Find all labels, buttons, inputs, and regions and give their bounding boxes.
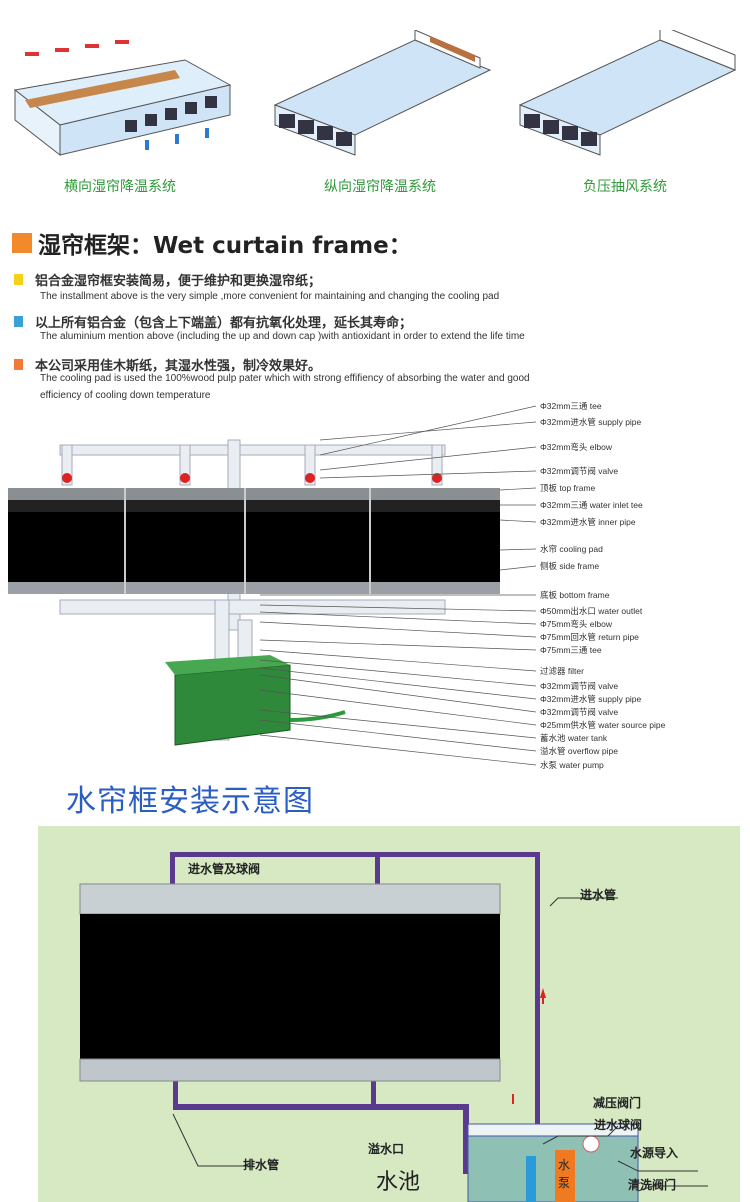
frame-label: Φ25mm供水管 water source pipe bbox=[540, 720, 666, 730]
label-water-source: 水源导入 bbox=[630, 1146, 679, 1160]
frame-label: 蓄水池 water tank bbox=[540, 733, 608, 743]
frame-label: 顶板 top frame bbox=[540, 483, 596, 493]
bullet-en: The installment above is the very simple… bbox=[40, 291, 500, 302]
frame-label: Φ32mm调节阀 valve bbox=[540, 466, 619, 476]
label-inlet-valve: 进水管及球阀 bbox=[188, 862, 261, 876]
frame-label: Φ75mm弯头 elbow bbox=[540, 619, 612, 629]
label-overflow: 溢水口 bbox=[368, 1142, 405, 1156]
label-pool: 水池 bbox=[376, 1170, 421, 1195]
negative-pressure-system-illustration bbox=[510, 24, 740, 170]
frame-label: Φ50mm出水口 water outlet bbox=[540, 606, 643, 616]
bullet-icon bbox=[14, 316, 23, 327]
label-drain: 排水管 bbox=[243, 1158, 280, 1172]
installation-schematic: 进水管及球阀 进水管 减压阀门 进水球阀 溢水口 水源导入 排水管 水池 水泵 … bbox=[38, 826, 740, 1202]
section-title: 湿帘框架：Wet curtain frame： bbox=[12, 226, 412, 260]
leader-line bbox=[499, 565, 537, 571]
frame-label: 水帘 cooling pad bbox=[540, 544, 603, 554]
leader-line bbox=[499, 548, 537, 551]
curtain-frame-diagram bbox=[8, 405, 537, 766]
frame-label: 侧板 side frame bbox=[540, 561, 600, 571]
frame-label: 底板 bottom frame bbox=[540, 590, 610, 600]
system-caption: 纵向湿帘降温系统 bbox=[324, 179, 436, 195]
frame-label: Φ32mm调节阀 valve bbox=[540, 707, 619, 717]
leader-line bbox=[319, 446, 537, 471]
leader-line bbox=[259, 719, 537, 752]
leader-line bbox=[259, 621, 537, 638]
system-caption: 负压抽风系统 bbox=[583, 179, 667, 195]
label-pressure-valve: 减压阀门 bbox=[593, 1096, 642, 1110]
frame-label: 溢水管 overflow pipe bbox=[540, 746, 618, 756]
leader-line bbox=[259, 674, 537, 713]
leader-line bbox=[259, 639, 537, 651]
tunnel-system-illustration bbox=[265, 29, 495, 170]
diagram-title: 水帘框安装示意图 bbox=[66, 784, 314, 819]
leader-line bbox=[259, 709, 537, 739]
label-inlet-pipe: 进水管 bbox=[580, 888, 617, 902]
bullet: 本公司采用佳木斯纸，其湿水性强，制冷效果好。 bbox=[14, 355, 321, 374]
frame-label: 过滤器 filter bbox=[540, 666, 584, 676]
orange-square-icon bbox=[12, 233, 32, 253]
leader-line bbox=[259, 611, 537, 625]
leader-line bbox=[499, 487, 537, 491]
frame-label: Φ75mm回水管 return pipe bbox=[540, 632, 639, 642]
bullet-icon bbox=[14, 359, 23, 370]
frame-label: Φ32mm进水管 supply pipe bbox=[540, 694, 642, 704]
bullet-en: efficiency of cooling down temperature bbox=[40, 390, 211, 401]
leader-line bbox=[319, 405, 537, 456]
frame-label: Φ32mm三通 tee bbox=[540, 401, 602, 411]
section-title-text: 湿帘框架：Wet curtain frame： bbox=[38, 233, 412, 259]
leader-line bbox=[259, 659, 537, 687]
label-clean-valve: 清洗阀门 bbox=[628, 1178, 677, 1192]
leader-line bbox=[259, 689, 537, 726]
leader-line bbox=[259, 649, 537, 672]
bullet-icon bbox=[14, 274, 23, 285]
bullet-zh: 铝合金湿帘框安装简易，便于维护和更换湿帘纸； bbox=[35, 274, 322, 289]
frame-label: 水泵 water pump bbox=[540, 760, 604, 770]
bullet: 以上所有铝合金（包含上下端盖）都有抗氧化处理，延长其寿命； bbox=[14, 312, 412, 331]
frame-label: Φ32mm进水管 inner pipe bbox=[540, 517, 636, 527]
bullet-en: The aluminium mention above (including t… bbox=[40, 331, 525, 342]
bullet-zh: 以上所有铝合金（包含上下端盖）都有抗氧化处理，延长其寿命； bbox=[35, 316, 413, 331]
bullet-zh: 本公司采用佳木斯纸，其湿水性强，制冷效果好。 bbox=[35, 359, 322, 374]
frame-label: Φ32mm弯头 elbow bbox=[540, 442, 612, 452]
frame-label: Φ32mm三通 water inlet tee bbox=[540, 500, 643, 510]
label-inlet-ball-valve: 进水球阀 bbox=[594, 1118, 643, 1132]
frame-label: Φ75mm三通 tee bbox=[540, 645, 602, 655]
frame-label: Φ32mm进水管 supply pipe bbox=[540, 417, 642, 427]
leader-line bbox=[259, 734, 537, 766]
cross-flow-system-illustration bbox=[5, 30, 235, 170]
leader-line bbox=[319, 470, 537, 479]
label-pump: 水泵 bbox=[558, 1158, 571, 1190]
leader-line bbox=[259, 667, 537, 700]
frame-label: Φ32mm调节阀 valve bbox=[540, 681, 619, 691]
system-caption: 横向湿帘降温系统 bbox=[64, 179, 176, 195]
bullet-en: The cooling pad is used the 100%wood pul… bbox=[40, 373, 530, 384]
leader-line bbox=[319, 421, 537, 441]
leader-line bbox=[259, 604, 537, 612]
leader-line bbox=[499, 519, 537, 523]
bullet: 铝合金湿帘框安装简易，便于维护和更换湿帘纸； bbox=[14, 270, 321, 289]
